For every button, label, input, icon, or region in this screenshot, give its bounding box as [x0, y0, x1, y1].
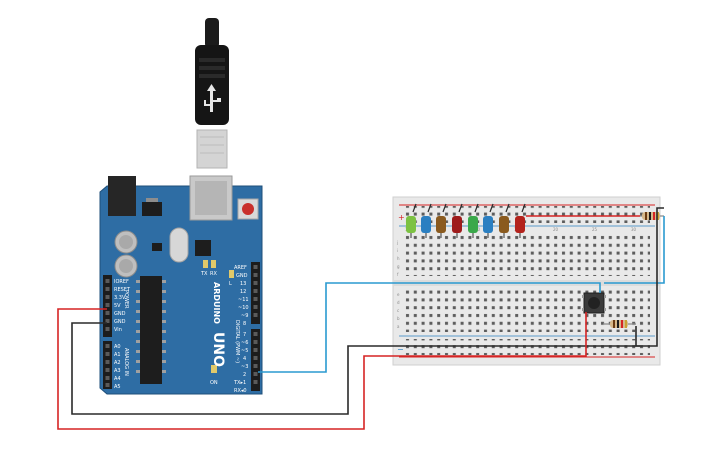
pin-8: 8 [243, 321, 246, 327]
led-3[interactable] [436, 216, 446, 238]
row-b: b [397, 316, 400, 321]
l-led-indicator [229, 270, 234, 278]
voltage-regulator [142, 202, 162, 216]
led-7[interactable] [499, 216, 509, 238]
black-ground-wire[interactable] [71, 322, 640, 415]
pin-a2: A2 [114, 360, 121, 366]
capacitor-1 [114, 230, 138, 254]
dc-power-jack [108, 176, 136, 216]
uno-model-label: UNO [210, 332, 226, 367]
pin-7: 7 [243, 332, 246, 338]
pin-4: 4 [243, 356, 246, 362]
pin-11: ~11 [238, 297, 249, 303]
pin-a5: A5 [114, 384, 121, 390]
resistor-top[interactable] [640, 212, 664, 220]
pin-a3: A3 [114, 368, 121, 374]
led-array[interactable] [406, 216, 525, 238]
on-led-indicator [211, 365, 217, 373]
pin-13: 13 [240, 281, 246, 287]
pin-9: ~9 [241, 313, 248, 319]
pin-ioref: IOREF [114, 279, 129, 285]
pin-a0: A0 [114, 344, 121, 350]
row-e: e [397, 292, 400, 297]
tx-led-indicator [203, 260, 208, 268]
red-power-wire[interactable] [57, 308, 587, 430]
blue-button-wire[interactable] [604, 216, 665, 284]
row-i: i [397, 248, 398, 253]
pin-gnd-2: GND [114, 319, 126, 325]
arduino-brand: ARDUINO [212, 282, 221, 324]
digital-label: DIGITAL (PWM ~) [234, 320, 240, 363]
l-label: L [229, 281, 232, 287]
rx-led-indicator [211, 260, 216, 268]
led-8[interactable] [515, 216, 525, 238]
row-f: f [397, 272, 399, 277]
row-d: d [397, 300, 400, 305]
usb-cable[interactable] [195, 18, 229, 169]
pin-tx1: TX▸1 [233, 380, 246, 386]
col-20: 20 [553, 227, 559, 232]
pin-vin: Vin [114, 327, 122, 333]
arduino-uno-board[interactable]: TX RX ON L ARDUINO UNO DIGITAL (PWM ~) P… [99, 175, 263, 395]
pin-3v3: 3.3V [114, 295, 126, 301]
led-cathode-wires[interactable] [412, 203, 526, 213]
blue-signal-wire[interactable] [258, 282, 601, 373]
led-6[interactable] [483, 216, 493, 238]
usb-chip [195, 240, 211, 256]
row-g: g [397, 264, 400, 269]
pin-5: ~5 [241, 348, 248, 354]
pin-2: 2 [243, 372, 246, 378]
led-5[interactable] [468, 216, 478, 238]
pin-gnd: GND [236, 273, 248, 279]
breadboard[interactable]: + − j i h g f e d c b a 1 5 10 15 20 25 … [392, 196, 661, 366]
analog-label: ANALOG IN [123, 348, 129, 376]
pin-a1: A1 [114, 352, 121, 358]
usb-icon [204, 84, 221, 112]
minus-bottom: − [397, 345, 404, 354]
row-h: h [397, 256, 400, 261]
on-label: ON [210, 380, 218, 386]
pin-rx0: RX◂0 [234, 388, 247, 394]
plus-top: + [398, 213, 405, 222]
rx-label: RX [210, 271, 217, 277]
analog-header [103, 341, 112, 389]
led-2[interactable] [421, 216, 431, 238]
pin-10: ~10 [238, 305, 249, 311]
push-button[interactable] [582, 292, 606, 314]
pin-aref: AREF [234, 265, 247, 271]
led-4[interactable] [452, 216, 462, 238]
pin-3: ~3 [241, 364, 248, 370]
pin-a4: A4 [114, 376, 121, 382]
power-label: POWER [123, 290, 129, 309]
col-30: 30 [631, 227, 637, 232]
pin-12: 12 [240, 289, 246, 295]
pin-gnd-1: GND [114, 311, 126, 317]
crystal-oscillator [169, 227, 189, 263]
pin-5v: 5V [114, 303, 121, 309]
row-a: a [397, 324, 400, 329]
col-25: 25 [592, 227, 598, 232]
tx-label: TX [200, 271, 208, 277]
led-1[interactable] [406, 216, 416, 238]
capacitor-2 [114, 254, 138, 278]
row-j: j [396, 240, 398, 245]
breadboard-holes [404, 206, 650, 355]
pin-reset: RESET [114, 287, 131, 293]
resistor-bottom[interactable] [603, 320, 636, 328]
row-c: c [397, 308, 399, 313]
black-ground-wire-right[interactable] [635, 207, 664, 347]
pin-6: ~6 [241, 340, 248, 346]
atmega-microcontroller [140, 276, 162, 384]
reset-button[interactable] [237, 198, 259, 220]
